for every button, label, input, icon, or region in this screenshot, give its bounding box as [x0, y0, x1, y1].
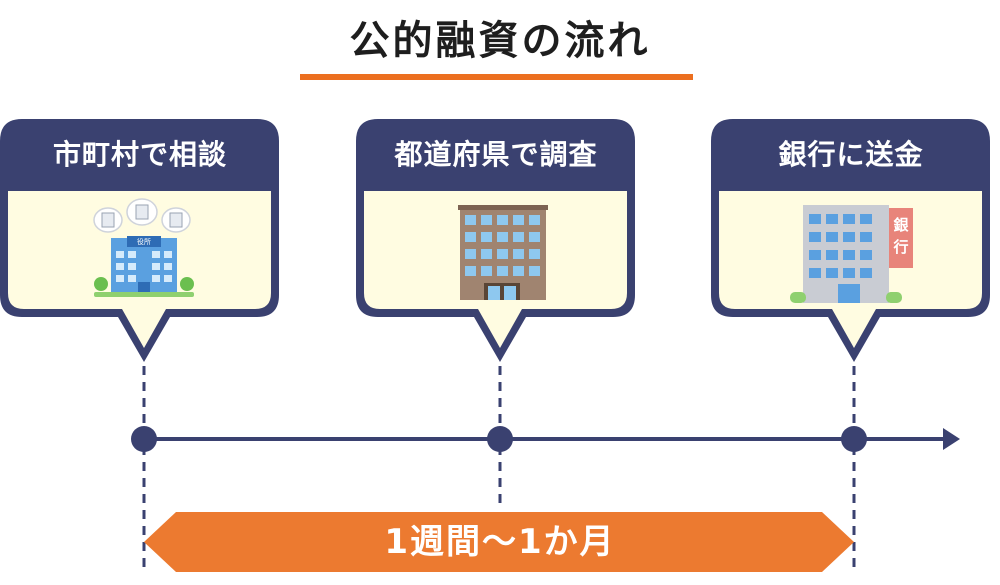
prefectural-office-building-icon — [458, 205, 548, 300]
step-card-1: 役所 — [0, 119, 279, 362]
timeline-dot-2 — [487, 426, 513, 452]
city-hall-building-icon — [93, 198, 194, 297]
step-card-2 — [356, 119, 635, 362]
timeline-arrowhead — [943, 428, 960, 450]
step-label-3: 銀行に送金 — [778, 138, 924, 171]
timeline-dot-1 — [131, 426, 157, 452]
duration-arrow — [144, 512, 854, 572]
city-hall-sign: 役所 — [137, 237, 151, 246]
step-card-3 — [711, 119, 990, 362]
bank-building-icon — [790, 205, 913, 303]
page-title: 公的融資の流れ — [349, 18, 651, 64]
bank-sign: 銀行 — [893, 216, 909, 256]
title-underline — [300, 74, 693, 80]
step-label-2: 都道府県で調査 — [394, 138, 598, 171]
timeline — [131, 426, 960, 452]
timeline-dot-3 — [841, 426, 867, 452]
step-label-1: 市町村で相談 — [52, 138, 227, 171]
duration-label: 1週間～1か月 — [384, 522, 616, 562]
